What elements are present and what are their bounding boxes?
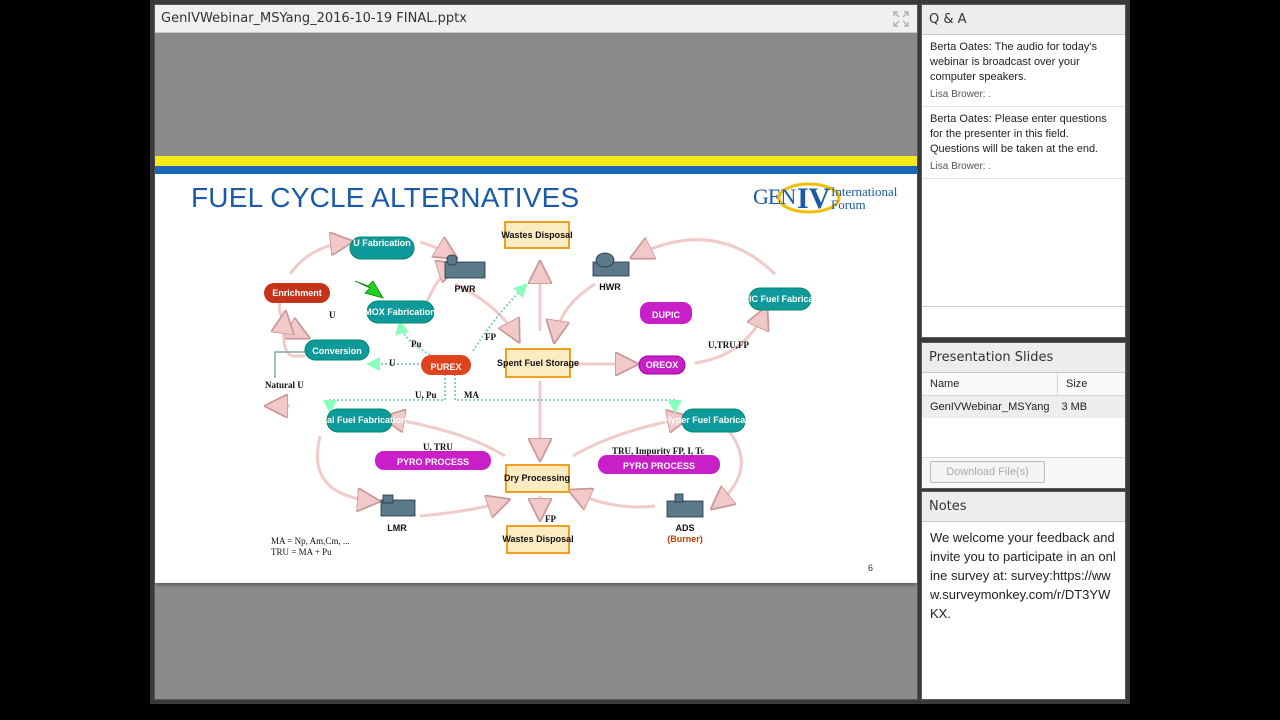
spent-fuel-storage-label: Spent Fuel Storage	[497, 358, 579, 368]
hwr-label: HWR	[599, 282, 621, 292]
dupic-fuel-fabrication-label: DUPIC Fuel Fabrication	[730, 294, 830, 304]
qa-message: Berta Oates: The audio for today's webin…	[922, 35, 1125, 107]
qa-message-reply: Lisa Brower: .	[930, 89, 992, 100]
flow-label-ma: MA	[464, 390, 479, 400]
share-pod-title: GenIVWebinar_MSYang_2016-10-19 FINAL.ppt…	[161, 11, 467, 26]
file-row[interactable]: GenIVWebinar_MSYang 3 MB	[922, 395, 1125, 418]
conversion-label: Conversion	[312, 346, 362, 356]
download-files-button[interactable]: Download File(s)	[930, 461, 1045, 483]
slide-header-blue-bar	[155, 166, 917, 174]
flow-label-tru-impurity: TRU, Impurity FP, I, Tc	[612, 446, 704, 456]
qa-panel: Q & A Berta Oates: The audio for today's…	[921, 4, 1126, 338]
flow-label-u-mid: U	[389, 358, 396, 368]
qa-panel-title: Q & A	[922, 5, 1125, 35]
column-header-name[interactable]: Name	[922, 373, 1058, 396]
slides-panel-footer: Download File(s)	[922, 457, 1125, 488]
slide-title: FUEL CYCLE ALTERNATIVES	[191, 182, 580, 213]
notes-text: We welcome your feedback and invite you …	[930, 530, 1116, 621]
qa-message-text: Berta Oates: Please enter questions for …	[930, 113, 1107, 155]
file-name[interactable]: GenIVWebinar_MSYang	[922, 395, 1058, 418]
lmr-label: LMR	[387, 523, 407, 533]
file-table: Name Size GenIVWebinar_MSYang 3 MB	[922, 373, 1125, 418]
u-fabrication-label: U Fabrication	[353, 238, 411, 248]
pyro-process-right-label: PYRO PROCESS	[623, 461, 695, 471]
pyro-process-left-label: PYRO PROCESS	[397, 457, 469, 467]
file-size: 3 MB	[1057, 395, 1125, 418]
flow-label-pu: Pu	[411, 339, 422, 349]
qa-input-field[interactable]	[922, 306, 1125, 337]
legend-ma: MA = Np, Am,Cm, ...	[271, 536, 350, 546]
pwr-label: PWR	[455, 284, 476, 294]
oreox-label: OREOX	[646, 360, 679, 370]
hyper-fuel-fabrication-label: Hyper Fuel Fabrication	[664, 415, 762, 425]
column-header-size[interactable]: Size	[1056, 373, 1125, 396]
flow-label-u: U	[329, 310, 336, 320]
wastes-disposal-top-label: Wastes Disposal	[501, 230, 572, 240]
share-pod-header: GenIVWebinar_MSYang_2016-10-19 FINAL.ppt…	[155, 5, 917, 33]
notes-panel: Notes We welcome your feedback and invit…	[921, 491, 1126, 700]
svg-text:International: International	[831, 184, 898, 199]
slide-header-yellow-bar	[155, 156, 917, 166]
slide-number: 6	[868, 563, 874, 573]
share-pod: GenIVWebinar_MSYang_2016-10-19 FINAL.ppt…	[154, 4, 918, 700]
reactor-icons	[380, 252, 704, 518]
flow-label-u-tru: U, TRU	[423, 442, 453, 452]
qa-message: Berta Oates: Please enter questions for …	[922, 107, 1125, 179]
gen-iv-logo: GEN IV International Forum	[753, 182, 898, 215]
flow-label-u-pu: U, Pu	[415, 390, 437, 400]
burner-label: (Burner)	[667, 534, 703, 544]
flow-label-u-tru-fp: U,TRU,FP	[708, 340, 749, 350]
wastes-disposal-bottom-label: Wastes Disposal	[502, 534, 573, 544]
enrichment-label: Enrichment	[272, 288, 322, 298]
qa-message-reply: Lisa Brower: .	[930, 161, 992, 172]
ads-label: ADS	[675, 523, 694, 533]
fullscreen-icon[interactable]	[893, 11, 909, 27]
flow-label-fp-top: FP	[485, 332, 496, 342]
flow-label-natural-u: Natural U	[265, 380, 304, 390]
presentation-slide: FUEL CYCLE ALTERNATIVES GEN IV Internati…	[155, 156, 917, 583]
svg-text:IV: IV	[797, 182, 831, 215]
presentation-slides-panel: Presentation Slides Name Size GenIVWebin…	[921, 342, 1126, 489]
flow-label-fp-bottom: FP	[545, 514, 556, 524]
presentation-slides-title: Presentation Slides	[922, 343, 1125, 373]
metal-fuel-fabrication-label: Metal Fuel Fabrication	[311, 415, 406, 425]
svg-text:Forum: Forum	[831, 197, 866, 212]
legend-tru: TRU = MA + Pu	[271, 547, 332, 557]
fuel-cycle-diagram: U Fabrication Enrichment MOX Fabrication…	[264, 221, 830, 557]
purex-label: PUREX	[430, 362, 461, 372]
mox-fabrication-label: MOX Fabrication	[364, 307, 436, 317]
qa-message-text: Berta Oates: The audio for today's webin…	[930, 41, 1097, 83]
slide-stage: FUEL CYCLE ALTERNATIVES GEN IV Internati…	[155, 33, 917, 699]
dupic-label: DUPIC	[652, 310, 681, 320]
teal-nodes	[304, 236, 812, 433]
svg-text:GEN: GEN	[753, 184, 796, 209]
dry-processing-label: Dry Processing	[504, 473, 570, 483]
notes-panel-title: Notes	[922, 492, 1125, 522]
